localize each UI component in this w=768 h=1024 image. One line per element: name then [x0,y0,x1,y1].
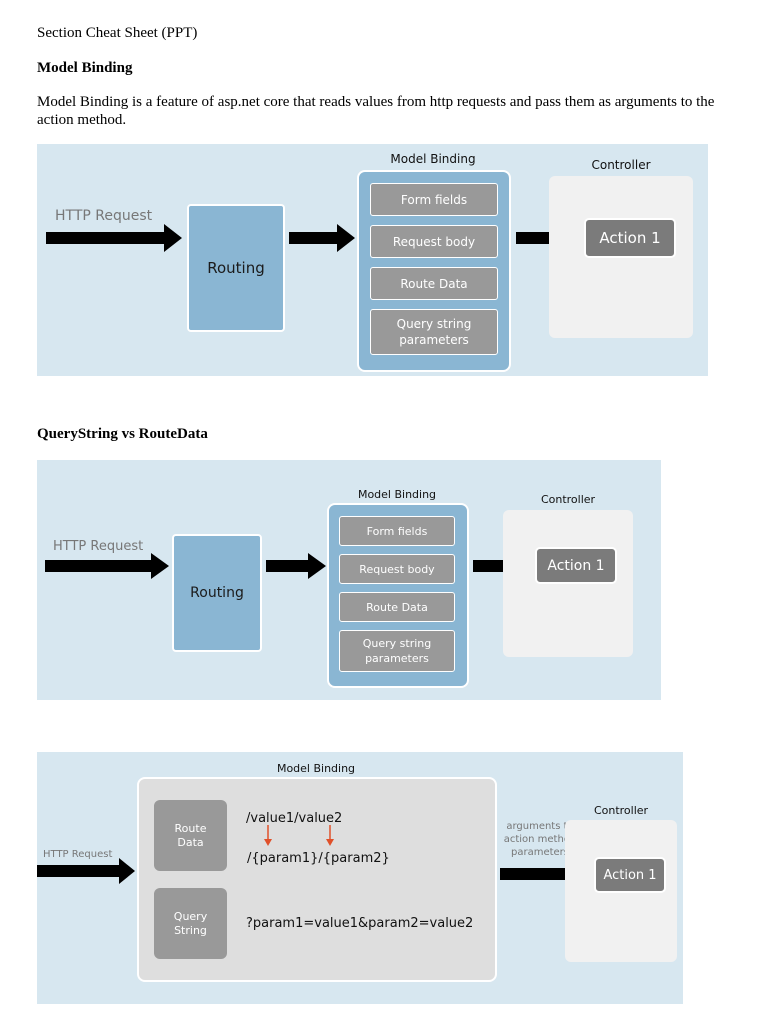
routing-label: Routing [207,259,265,277]
controller-label: Controller [540,493,596,506]
heading-model-binding: Model Binding [37,60,133,76]
action-1-box: Action 1 [594,857,666,893]
document-title: Section Cheat Sheet (PPT) [37,25,198,41]
arrow-icon [37,858,135,884]
chip-route-data: Route Data [339,592,455,622]
action-1-box: Action 1 [584,218,676,258]
diagram-2: HTTP Request Routing Model Binding Form … [37,460,661,700]
model-binding-box: Route Data Query String /value1/value2 /… [137,777,497,982]
chip-query-string: Query string parameters [370,309,498,355]
chip-query-string: Query string parameters [339,630,455,672]
routing-label: Routing [190,585,244,601]
route-values-text: /value1/value2 [246,811,343,826]
arrow-down-icon [326,825,334,846]
chip-form-fields: Form fields [339,516,455,546]
routing-box: Routing [172,534,262,652]
action-1-box: Action 1 [535,547,617,584]
controller-box: Action 1 [503,510,633,657]
chip-route-data: Route Data [154,800,227,871]
query-string-text: ?param1=value1&param2=value2 [246,916,474,931]
heading-querystring-vs-routedata: QueryString vs RouteData [37,426,208,442]
model-binding-title: Model Binding [357,488,437,501]
chip-route-data: Route Data [370,267,498,300]
arrow-icon [45,553,169,579]
controller-label: Controller [591,158,651,172]
arrow-icon [266,553,326,579]
http-request-label: HTTP Request [53,539,144,554]
controller-label: Controller [593,804,649,817]
model-binding-title: Model Binding [390,152,476,166]
arrow-icon [46,224,182,252]
chip-query-string: Query String [154,888,227,959]
chip-form-fields: Form fields [370,183,498,216]
diagram-1: HTTP Request Routing Model Binding Form … [37,144,708,376]
chip-request-body: Request body [339,554,455,584]
controller-box: Action 1 [549,176,693,338]
route-params-text: /{param1}/{param2} [247,851,390,866]
controller-box: Action 1 [565,820,677,962]
routing-box: Routing [187,204,285,332]
model-binding-box: Form fields Request body Route Data Quer… [357,170,511,372]
arrow-down-icon [264,825,272,846]
model-binding-title: Model Binding [276,762,356,775]
http-request-label: HTTP Request [43,849,113,860]
intro-paragraph: Model Binding is a feature of asp.net co… [37,94,715,128]
chip-request-body: Request body [370,225,498,258]
diagram-3: HTTP Request Model Binding Route Data Qu… [37,752,683,1004]
model-binding-box: Form fields Request body Route Data Quer… [327,503,469,688]
http-request-label: HTTP Request [55,208,153,224]
arrow-icon [289,224,355,252]
arrow-icon [500,861,594,887]
